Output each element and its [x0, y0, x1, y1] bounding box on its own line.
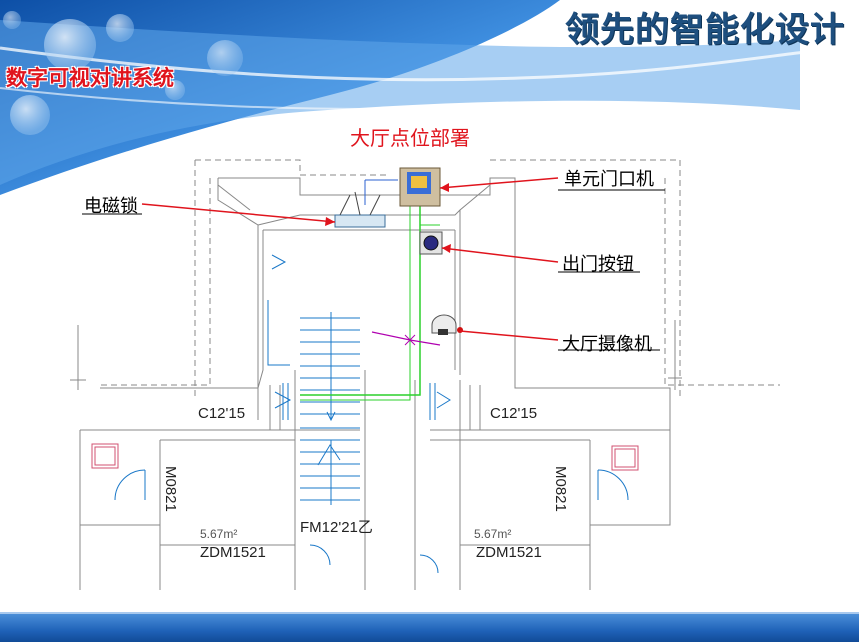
callout-underlines [82, 189, 665, 351]
entrance-door-label: FM12'21乙 [300, 519, 373, 536]
wiring [300, 179, 441, 401]
callout-door-station: 单元门口机 [564, 169, 654, 190]
area-label-right: 5.67m² [474, 527, 512, 541]
fire-door-label-left: ZDM1521 [200, 544, 266, 561]
magnetic-lock-device [334, 191, 386, 228]
callout-arrowheads [325, 183, 451, 253]
brand-slogan: 领先的智能化设计 [565, 10, 845, 50]
callout-magnetic-lock: 电磁锁 [84, 196, 138, 217]
room-doors [114, 469, 629, 574]
section-title: 数字可视对讲系统 [6, 66, 174, 90]
callout-exit-button: 出门按钮 [562, 254, 634, 275]
dimension-ticks [70, 320, 682, 390]
staircase [267, 254, 451, 505]
fire-door-label-right: ZDM1521 [476, 544, 542, 561]
door-station-device [399, 167, 441, 207]
footer-highlight [0, 612, 859, 615]
diagram-title: 大厅点位部署 [350, 126, 470, 150]
door-label-left: M0821 [162, 466, 179, 512]
window-label-left: C12'15 [198, 405, 246, 422]
exit-button-device [419, 231, 443, 255]
window-label-right: C12'15 [490, 405, 538, 422]
lobby-camera-device [431, 314, 463, 335]
header-swoosh-graphic [0, 0, 806, 195]
sanitary-fixtures [91, 443, 639, 471]
callout-leaders [141, 177, 559, 341]
outer-walls [79, 159, 780, 590]
area-label-left: 5.67m² [200, 527, 238, 541]
footer-bar [0, 614, 859, 642]
door-label-right: M0821 [552, 466, 569, 512]
callout-lobby-camera: 大厅摄像机 [562, 334, 652, 355]
